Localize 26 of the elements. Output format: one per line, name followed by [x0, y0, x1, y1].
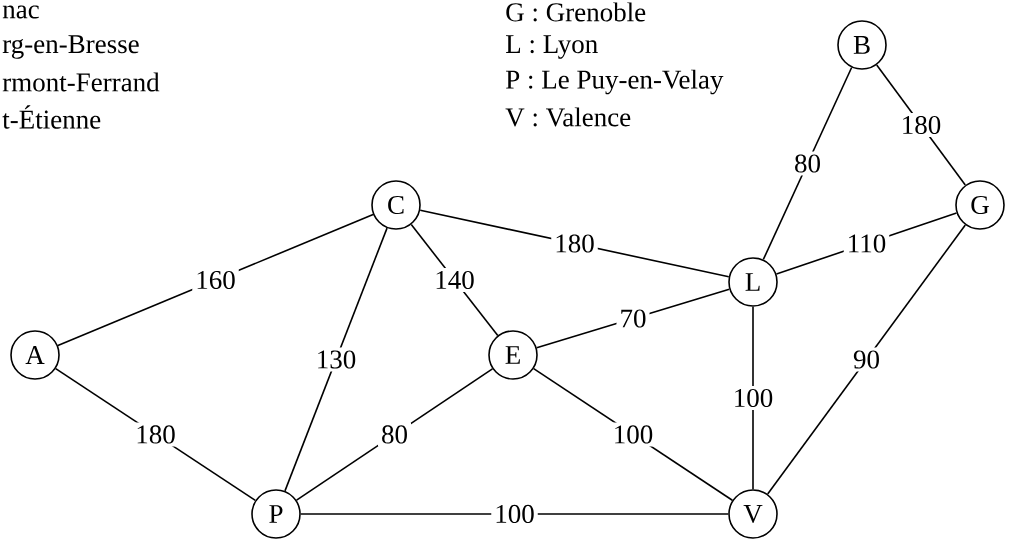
edge-line: [284, 227, 388, 492]
edge-label: 130: [312, 347, 360, 372]
edge-label: 180: [897, 112, 945, 138]
legend-text: P : Le Puy-en-Velay: [506, 69, 724, 95]
edge-label: 100: [491, 501, 538, 527]
edge-label: 160: [192, 267, 239, 293]
edge-line: [300, 513, 729, 515]
edge-label: 80: [791, 151, 824, 176]
edge-label: 180: [551, 231, 598, 256]
edge-line: [766, 224, 967, 495]
legend-text: t-Étienne: [2, 105, 101, 129]
edge-line: [752, 306, 754, 490]
legend-text: nac: [2, 5, 39, 19]
edge-label: 140: [431, 267, 478, 293]
legend-text: rg-en-Bresse: [2, 35, 139, 59]
legend-text: G : Grenoble: [506, 2, 646, 22]
edge-label: 90: [850, 347, 883, 372]
edge-label: 70: [616, 306, 650, 331]
edge-label: 80: [378, 422, 411, 447]
edge-label: 100: [609, 422, 657, 447]
legend-text: V : Valence: [505, 107, 631, 127]
edge-label: 110: [843, 231, 890, 256]
legend-text: rmont-Ferrand: [2, 72, 160, 92]
legend-text: L : Lyon: [506, 35, 598, 59]
edge-label: 100: [729, 385, 777, 411]
edge-label: 180: [132, 422, 179, 447]
